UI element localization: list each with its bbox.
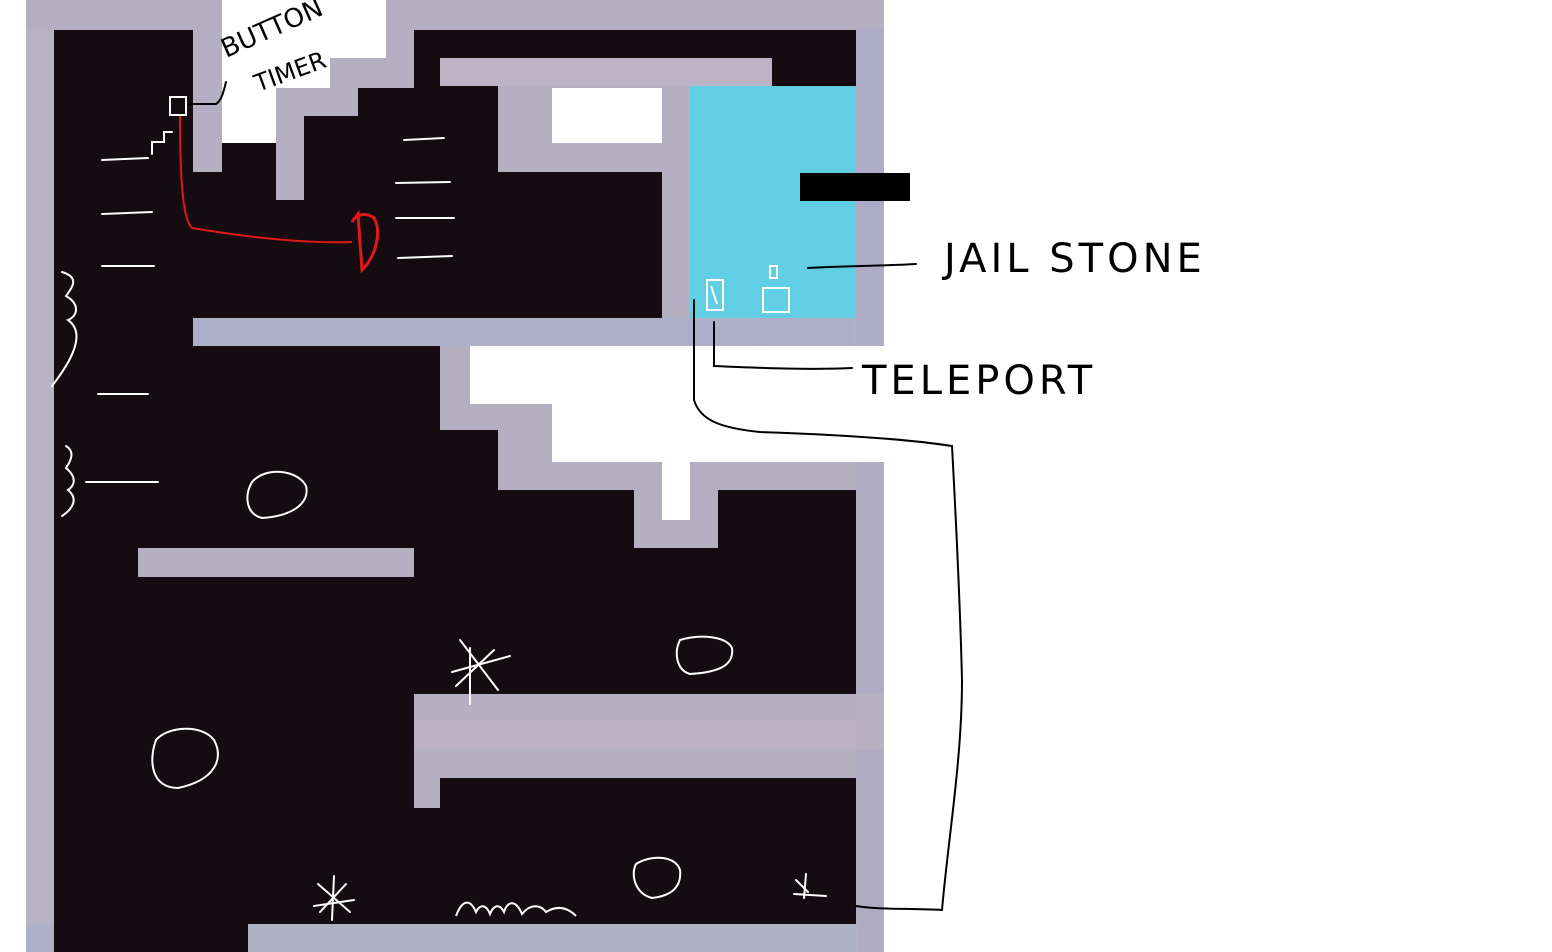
annotation-lines (189, 81, 964, 912)
ledge-markers (85, 131, 455, 483)
water-pool (690, 86, 856, 318)
wall-snakes (51, 271, 78, 517)
spider-icon (313, 875, 355, 921)
jail-stone-icon[interactable] (762, 265, 790, 313)
ledge-marker-icon (101, 211, 153, 215)
snake-icon (61, 445, 75, 517)
ledge-left (138, 548, 414, 577)
label-teleport: TELEPORT (861, 358, 1096, 404)
door-icon[interactable] (350, 209, 379, 274)
sky-window (552, 88, 662, 143)
black-bar (800, 173, 910, 201)
button-icon[interactable] (169, 96, 187, 116)
snake-icon (51, 271, 78, 387)
spike-trap-icon (455, 901, 577, 917)
spider-icon (451, 639, 511, 705)
boulder-icon (675, 635, 734, 676)
ledge-lower-right-shade (414, 720, 856, 750)
sky-right (884, 0, 1552, 952)
ledge-marker-icon (395, 181, 451, 184)
spider-icon (793, 873, 827, 899)
boulder-icon (246, 470, 308, 520)
boulder-icon (151, 727, 219, 790)
wire (179, 115, 353, 244)
sky-notch-top (222, 0, 386, 143)
spiders (313, 639, 827, 921)
label-jail-stone: JAIL STONE (941, 236, 1206, 282)
ledge-marker-icon (397, 255, 453, 259)
ledge-marker-icon (101, 157, 149, 161)
ledge-marker-icon (403, 137, 445, 141)
sky-top-left (0, 0, 26, 952)
sky-middle (470, 346, 884, 520)
teleport-icon[interactable] (706, 279, 724, 311)
boulders (151, 470, 734, 900)
stairs-icon (151, 131, 173, 155)
boulder-icon (632, 856, 682, 900)
